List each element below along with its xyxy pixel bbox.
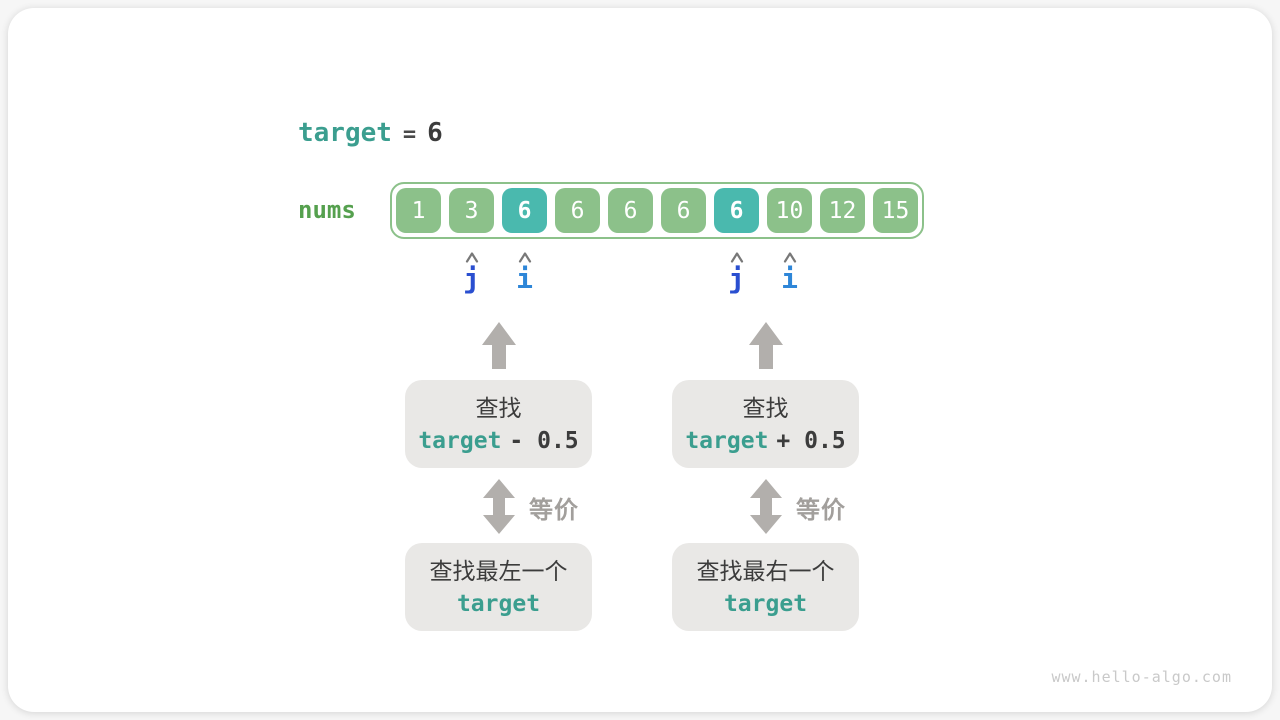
result-right-expression: target <box>724 589 807 619</box>
result-left-line1: 查找最左一个 <box>429 557 568 584</box>
arrow-up-icon <box>749 322 783 369</box>
equivalence-label-right: 等价 <box>796 497 846 524</box>
caret-up-icon <box>518 252 531 263</box>
result-left-expression: target <box>457 589 540 619</box>
double-arrow-icon <box>750 479 782 534</box>
equivalence-label-left: 等价 <box>529 497 579 524</box>
search-right-keyword: target <box>685 427 769 454</box>
array-cell: 6 <box>555 188 600 233</box>
result-right-keyword: target <box>723 590 808 617</box>
array-cell: 15 <box>873 188 918 233</box>
pointer-label-i: i <box>516 262 533 295</box>
search-left-offset: - 0.5 <box>509 427 579 454</box>
pointer-label-i: i <box>781 262 798 295</box>
array-cell-highlighted: 6 <box>502 188 547 233</box>
pointer-label-j: j <box>463 262 480 295</box>
caret-up-icon <box>465 252 478 263</box>
search-right-box: 查找 target + 0.5 <box>672 380 859 468</box>
search-left-keyword: target <box>418 427 502 454</box>
array-cell: 1 <box>396 188 441 233</box>
pointer-i: i <box>503 252 547 294</box>
array-cell: 10 <box>767 188 812 233</box>
pointer-j: j <box>715 252 759 294</box>
search-right-expression: target + 0.5 <box>685 426 845 456</box>
pointer-j: j <box>450 252 494 294</box>
search-left-expression: target - 0.5 <box>418 426 578 456</box>
result-right-line1: 查找最右一个 <box>696 557 835 584</box>
caret-up-icon <box>730 252 743 263</box>
search-left-box: 查找 target - 0.5 <box>405 380 592 468</box>
result-left-box: 查找最左一个 target <box>405 543 592 631</box>
nums-label: nums <box>298 196 356 224</box>
search-right-offset: + 0.5 <box>776 427 846 454</box>
pointer-label-j: j <box>728 262 745 295</box>
target-value: 6 <box>427 118 443 148</box>
double-arrow-icon <box>483 479 515 534</box>
target-declaration: target = 6 <box>298 118 443 148</box>
array-cell: 12 <box>820 188 865 233</box>
array-cell: 6 <box>608 188 653 233</box>
search-left-line1: 查找 <box>475 394 522 421</box>
watermark: www.hello-algo.com <box>1051 668 1232 686</box>
caret-up-icon <box>783 252 796 263</box>
result-left-keyword: target <box>456 590 541 617</box>
target-keyword: target <box>298 118 392 148</box>
array-cell: 6 <box>661 188 706 233</box>
pointer-i: i <box>768 252 812 294</box>
array-cell-highlighted: 6 <box>714 188 759 233</box>
search-right-line1: 查找 <box>742 394 789 421</box>
result-right-box: 查找最右一个 target <box>672 543 859 631</box>
arrow-up-icon <box>482 322 516 369</box>
equals-sign: = <box>402 122 417 147</box>
array-cell: 3 <box>449 188 494 233</box>
